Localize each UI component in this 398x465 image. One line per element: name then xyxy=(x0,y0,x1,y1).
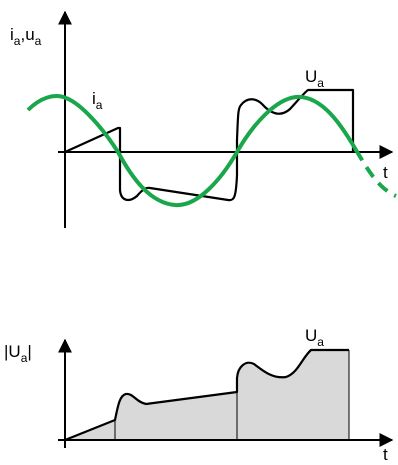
top-y-axis-label: ia,ua xyxy=(10,25,42,48)
current-sine-wave xyxy=(26,94,358,208)
rectified-voltage-curve xyxy=(64,348,349,442)
bottom-curve-label: Ua xyxy=(305,326,324,349)
bottom-x-axis-label: t xyxy=(383,445,388,464)
bottom-y-axis-label: |Ua| xyxy=(4,342,32,365)
bottom-plot: |Ua| t Ua xyxy=(4,326,394,464)
voltage-waveform xyxy=(64,88,355,202)
voltage-label: Ua xyxy=(305,67,324,90)
current-label: ia xyxy=(92,89,103,112)
top-x-axis-label: t xyxy=(383,163,388,182)
current-sine-wave-dashed xyxy=(354,148,397,198)
top-plot: ia,ua t ia Ua xyxy=(10,10,397,228)
rectified-area-fill xyxy=(65,350,349,440)
